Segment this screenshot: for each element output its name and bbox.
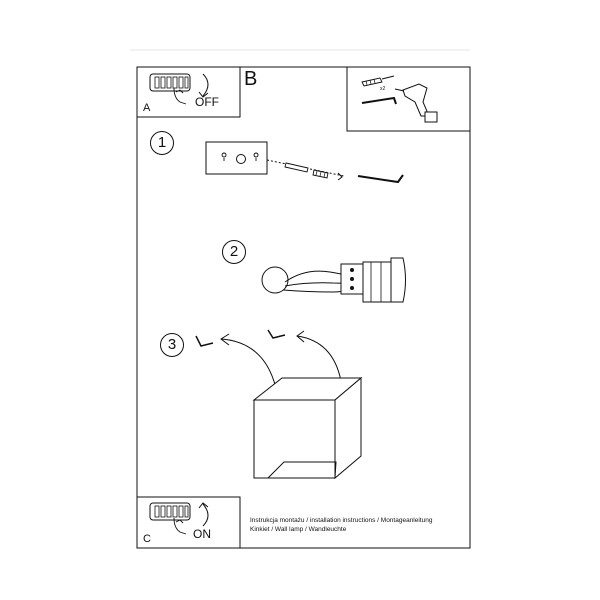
footer-subtitle: Kinkiet / Wall lamp / Wandleuchte (250, 526, 347, 533)
panel-b-tools (346, 66, 471, 132)
hook-left (195, 335, 214, 347)
step-number-2: 2 (222, 240, 246, 264)
arrow-down-icon (198, 73, 209, 98)
lamp-socket (362, 257, 406, 303)
terminal-block (340, 263, 364, 295)
panel-a-action: OFF (195, 95, 219, 109)
panel-b-letter: B (244, 68, 258, 90)
step-number-1: 1 (150, 131, 174, 155)
page-frame (136, 66, 471, 549)
panel-c-action: ON (193, 527, 211, 541)
hook-right (267, 329, 286, 339)
hook-bolt-icon (361, 96, 397, 105)
panel-a-letter: A (143, 102, 151, 114)
wall-plug-screw-icon (361, 75, 395, 87)
ceiling-junction (261, 266, 289, 294)
step-2-illustration (261, 257, 406, 303)
drill-icon (394, 83, 438, 123)
step-3-illustration (195, 329, 363, 480)
step-number-3: 3 (160, 333, 184, 357)
fuse-box-icon (149, 73, 191, 105)
step-1-illustration (205, 141, 404, 184)
footer-title: Instrukcja montażu / installation instru… (250, 517, 433, 524)
panel-c-letter: C (143, 533, 151, 545)
arrow-up-icon (198, 502, 209, 527)
panel-a-switch-off (136, 66, 241, 118)
cube-lamp-body (252, 376, 363, 480)
fuse-box-icon (149, 502, 191, 535)
arrow-icon (296, 330, 342, 382)
arrow-icon (220, 333, 278, 394)
footer-instructions: Instrukcja montażu / installation instru… (250, 517, 432, 534)
panel-c-switch-on (136, 496, 241, 549)
wall-plug-count: x2 (380, 86, 386, 92)
